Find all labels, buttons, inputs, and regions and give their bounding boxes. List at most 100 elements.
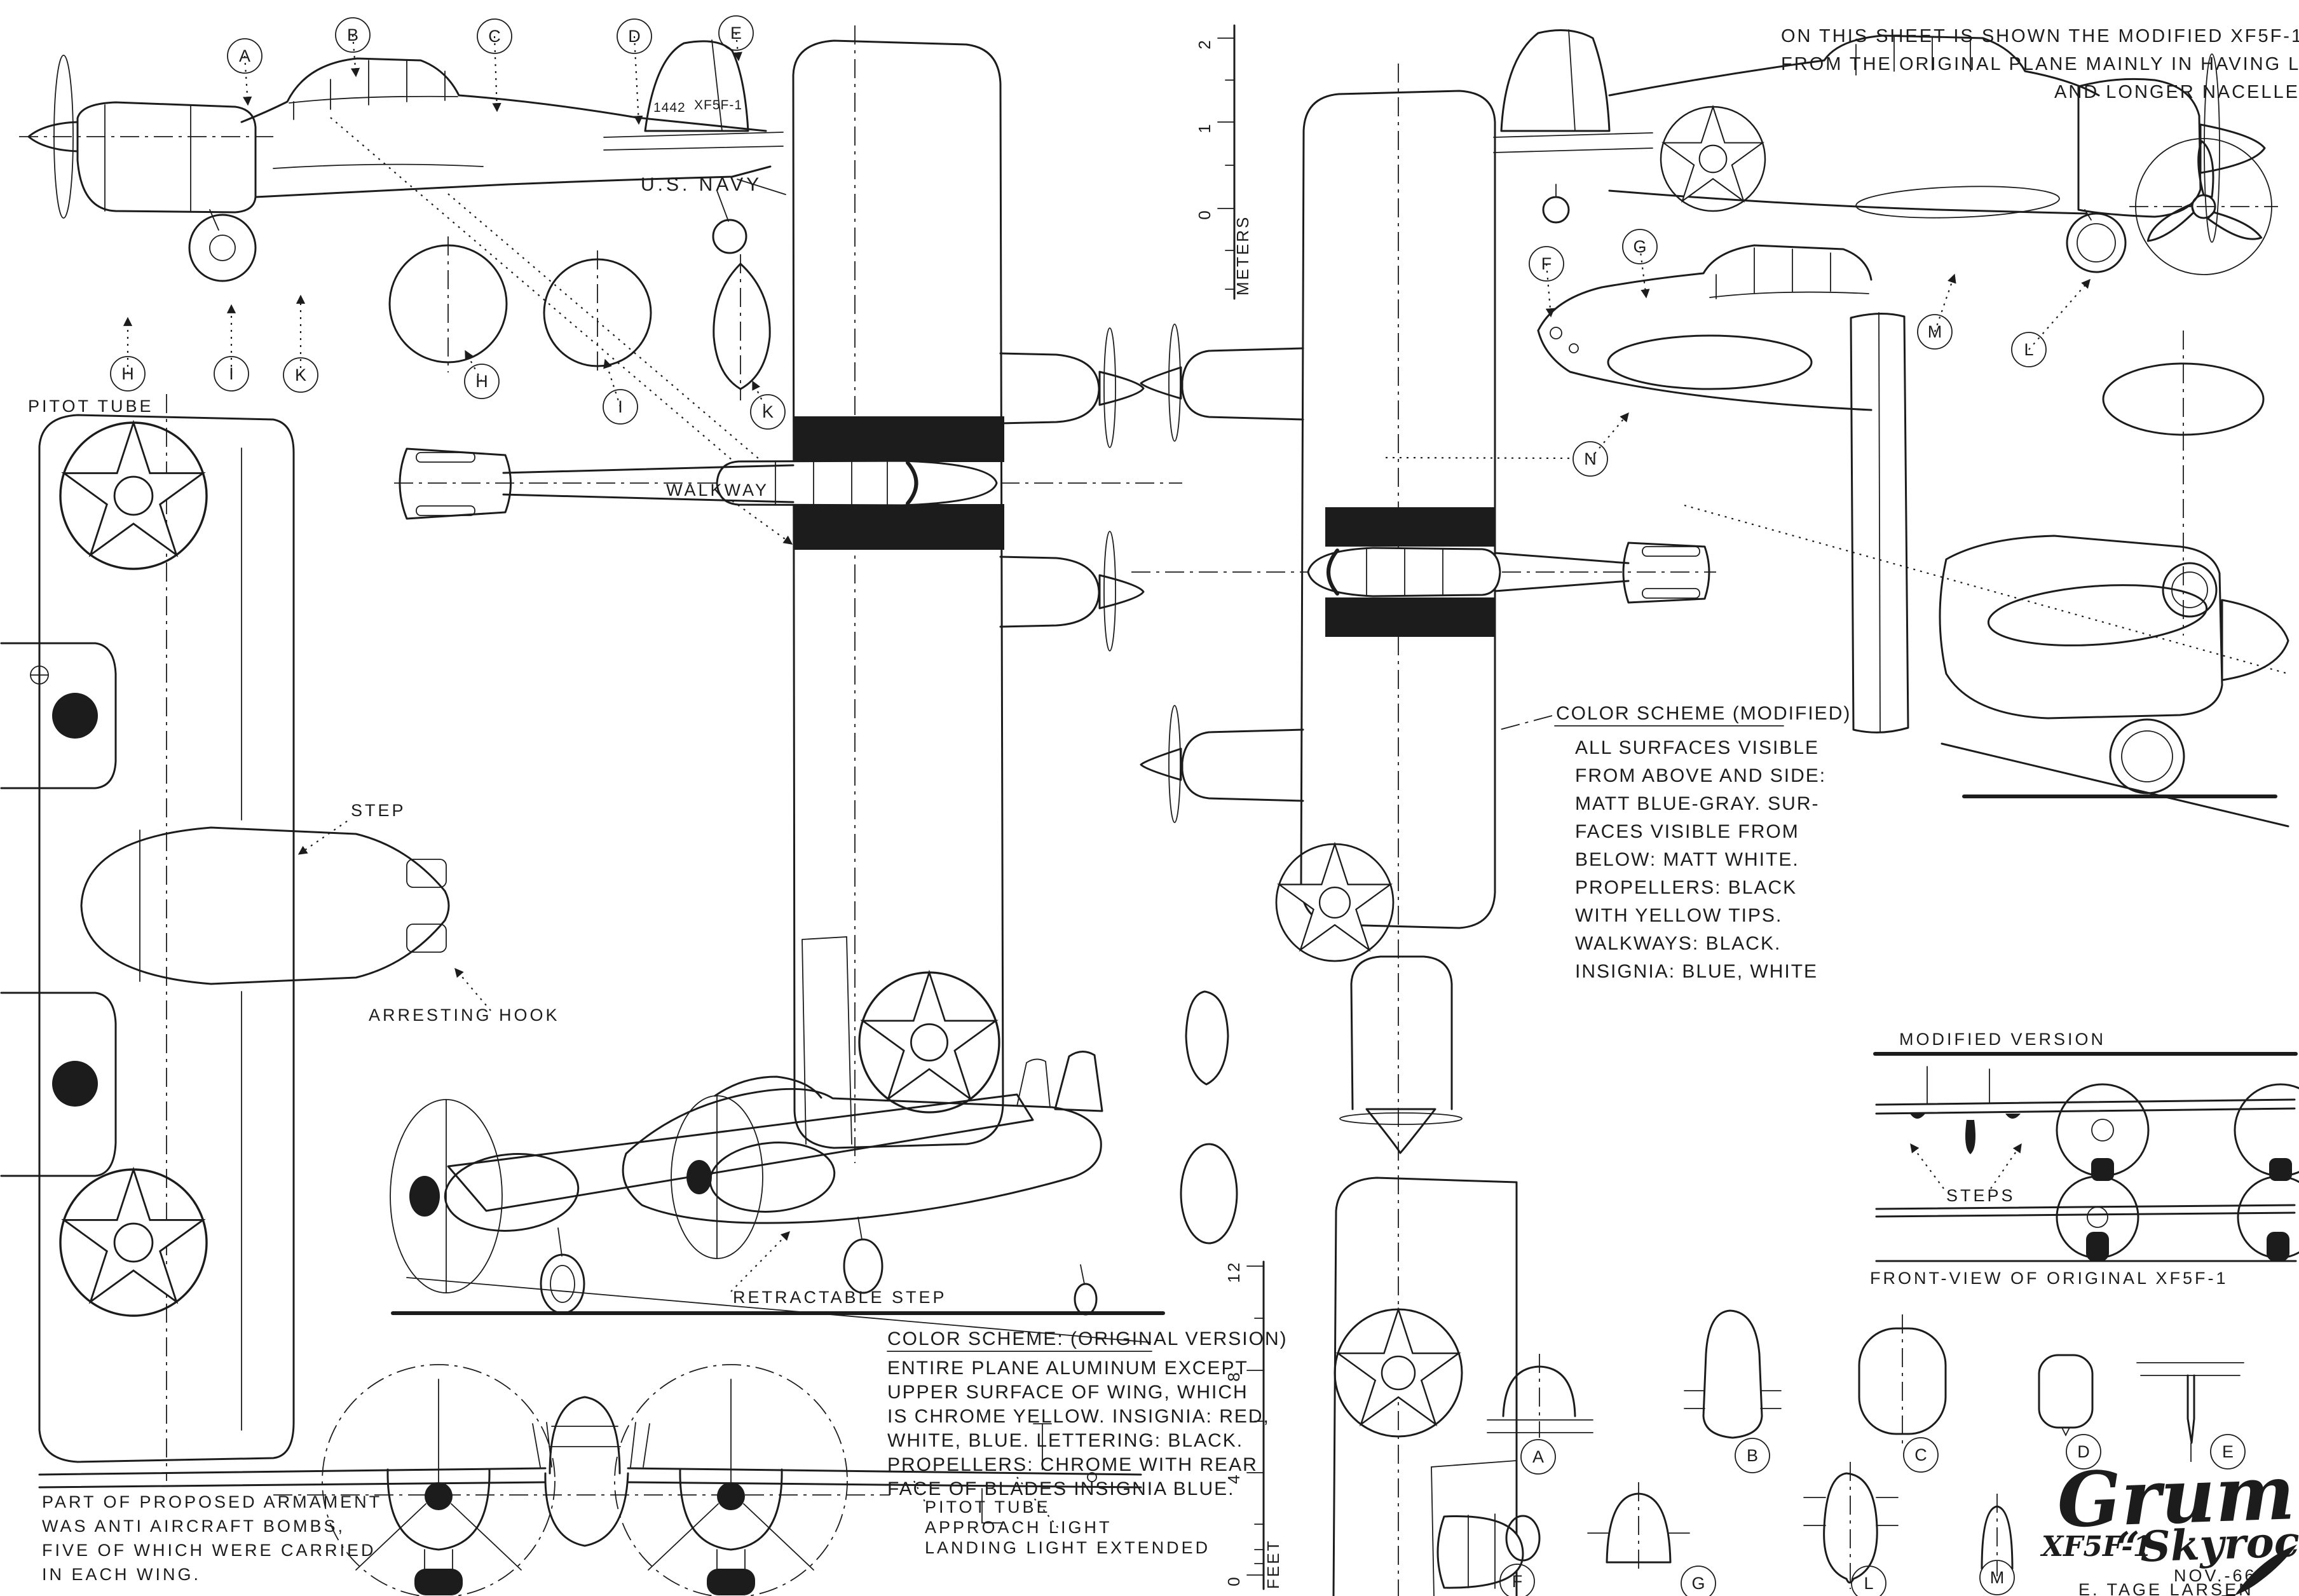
callout-h: H	[464, 350, 500, 399]
scale-tick-value: 1	[1195, 122, 1214, 133]
callout-letter: M	[1990, 1568, 2005, 1587]
callout-circle	[477, 18, 512, 54]
callout-circle	[227, 38, 263, 74]
callout-letter: D	[2077, 1442, 2090, 1461]
callout-circle	[1903, 1437, 1939, 1473]
callout-letter: A	[1532, 1447, 1544, 1466]
cso-line2: UPPER SURFACE OF WING, WHICH	[887, 1382, 1248, 1403]
scale-tick-value: 2	[1195, 38, 1214, 49]
callout-letter: F	[1512, 1572, 1523, 1591]
callout-circle	[1622, 229, 1658, 264]
drawing-date: NOV.-66	[2174, 1566, 2257, 1585]
callout-circle	[617, 18, 652, 54]
pitot-tube-front-label: PITOT TUBE	[925, 1497, 1051, 1517]
csm-line8: WALKWAYS: BLACK.	[1575, 933, 1781, 954]
scale-tick-value: 4	[1224, 1473, 1243, 1483]
callout-letter: M	[1928, 322, 1942, 341]
csm-line4: FACES VISIBLE FROM	[1575, 821, 1799, 842]
header-note-line1: ON THIS SHEET IS SHOWN THE MODIFIED XF5F…	[1781, 26, 2299, 46]
callout-letter: H	[121, 364, 134, 383]
title-block: Grumman XF5F-1 “Skyrocket” NOV.-66 E. TA…	[2040, 1442, 2299, 1596]
callout-circle	[110, 356, 146, 392]
header-note-line3: AND LONGER NACELLES	[2054, 82, 2299, 102]
csm-line1: ALL SURFACES VISIBLE	[1575, 737, 1819, 758]
callout-a: A	[227, 38, 263, 106]
bottom-view-original	[0, 414, 450, 1463]
propeller-front-view	[2129, 138, 2278, 275]
callout-letter: K	[295, 365, 306, 385]
fuselage-us-navy-text: U.S. NAVY	[641, 174, 762, 195]
step-label: STEP	[351, 801, 406, 820]
callout-f: F	[1499, 1564, 1535, 1596]
plan-view-modified	[1140, 90, 1710, 962]
callout-e: E	[718, 15, 754, 62]
construction-lines	[19, 25, 2289, 1596]
callout-a: A	[1520, 1439, 1556, 1475]
manufacturer-signature: Grumman	[2056, 1442, 2299, 1545]
callout-circle	[2210, 1434, 2246, 1470]
callout-circle	[1572, 441, 1608, 477]
approach-light-label: APPROACH LIGHT	[925, 1518, 1112, 1537]
callout-circle	[2011, 332, 2047, 367]
armament-line2: WAS ANTI AIRCRAFT BOMBS,	[42, 1517, 345, 1536]
section-shapes-bottom	[1487, 1309, 2244, 1589]
color-scheme-original-note: COLOR SCHEME: (ORIGINAL VERSION) ENTIRE …	[887, 1328, 1286, 1499]
color-scheme-modified-note: COLOR SCHEME (MODIFIED) ALL SURFACES VIS…	[1494, 703, 1850, 982]
csm-line7: WITH YELLOW TIPS.	[1575, 905, 1782, 926]
callout-circle	[1735, 1438, 1770, 1473]
callout-letter: B	[347, 25, 358, 44]
callout-letter: C	[488, 27, 501, 46]
callout-letter: C	[1914, 1445, 1927, 1464]
callout-f: F	[1529, 246, 1564, 318]
callout-letter: K	[762, 402, 774, 421]
header-note: ON THIS SHEET IS SHOWN THE MODIFIED XF5F…	[1781, 26, 2299, 102]
callout-circle	[464, 364, 500, 399]
side-view-original: U.S. NAVY 1442 XF5F-1	[27, 39, 786, 282]
callout-letter: N	[1584, 449, 1597, 468]
tail-model-text: XF5F-1	[694, 98, 742, 113]
scale-tick-value: 12	[1224, 1261, 1243, 1283]
front-views-right	[1873, 1052, 2299, 1262]
callout-h: H	[110, 317, 146, 392]
nose-detail-view	[1385, 244, 1873, 460]
cso-line6: FACE OF BLADES INSIGNIA BLUE.	[887, 1478, 1234, 1499]
callout-letter: E	[2222, 1442, 2234, 1461]
armament-line4: IN EACH WING.	[42, 1565, 201, 1584]
callout-circle	[1529, 246, 1564, 282]
callout-l: L	[2011, 278, 2091, 367]
tail-serial-text: 1442	[653, 100, 686, 115]
cso-line1: ENTIRE PLANE ALUMINUM EXCEPT	[887, 1358, 1248, 1379]
callout-letter: G	[1691, 1574, 1705, 1593]
callout-letter: D	[628, 27, 641, 46]
callout-m: M	[1979, 1560, 2015, 1595]
callout-l: L	[1851, 1565, 1886, 1596]
armament-note: PART OF PROPOSED ARMAMENT WAS ANTI AIRCR…	[42, 1492, 379, 1584]
armament-line3: FIVE OF WHICH WERE CARRIED	[42, 1541, 376, 1560]
callout-circle	[1917, 314, 1953, 350]
walkway-label: WALKWAY	[666, 481, 769, 500]
scale-tick-value: 8	[1224, 1370, 1243, 1381]
callout-letter: G	[1633, 237, 1646, 256]
modified-version-label: MODIFIED VERSION	[1899, 1030, 2106, 1049]
cso-line4: WHITE, BLUE. LETTERING: BLACK.	[887, 1430, 1243, 1451]
landing-light-extended-label: LANDING LIGHT EXTENDED	[925, 1538, 1210, 1557]
cso-line5: PROPELLERS: CHROME WITH REAR	[887, 1454, 1258, 1475]
callout-circle	[335, 17, 371, 53]
callout-b: B	[335, 17, 371, 78]
callout-letter: E	[730, 24, 742, 43]
callout-k: K	[750, 380, 786, 430]
retractable-step-label: RETRACTABLE STEP	[733, 1288, 947, 1307]
callout-letter: I	[618, 397, 623, 416]
callout-letter: L	[2024, 340, 2033, 359]
callout-circle	[214, 356, 249, 392]
callout-letter: A	[239, 46, 250, 65]
callout-circle	[1851, 1565, 1886, 1596]
quill-pen-icon	[2235, 1545, 2297, 1595]
callout-k: K	[283, 294, 318, 393]
annotation-labels: PITOT TUBE WALKWAY STEP ARRESTING HOOK R…	[28, 397, 2226, 1557]
callout-circle	[750, 394, 786, 430]
csm-line6: PROPELLERS: BLACK	[1575, 877, 1797, 898]
